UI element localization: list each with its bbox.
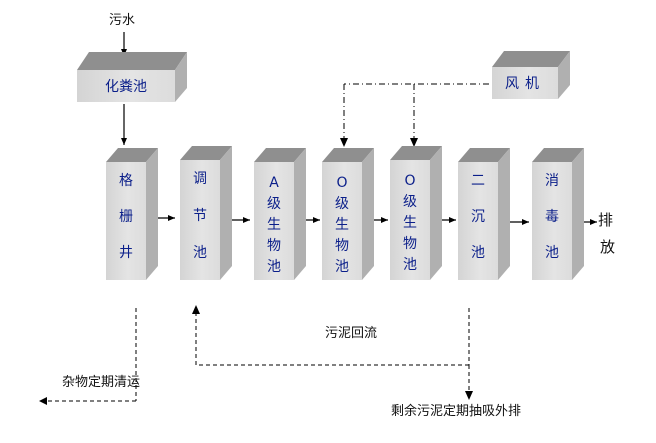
air-supply-lines: [343, 83, 489, 142]
blower-label: 风机: [505, 76, 545, 92]
debris-removal-line: [46, 308, 137, 402]
air-arrowhead-oxic2: [410, 138, 418, 147]
sludge-return-arrowhead: [192, 305, 200, 314]
sludge-return-label: 污泥回流: [325, 326, 378, 341]
septic-tank-label: 化粪池: [105, 79, 147, 95]
excess-sludge-arrowhead: [465, 391, 473, 400]
grille-well-label: 格栅井: [119, 173, 133, 261]
disinfection-tank-label: 消毒池: [545, 173, 559, 261]
outlet-label: 排放: [598, 211, 616, 256]
excess-sludge-label: 剩余污泥定期抽吸外排: [391, 404, 522, 419]
air-arrowhead-oxic1: [340, 138, 348, 147]
debris-removal-label: 杂物定期清运: [62, 375, 141, 390]
debris-arrowhead: [39, 397, 47, 405]
equalization-tank-label: 调节池: [193, 171, 207, 261]
sludge-return-line: [195, 308, 470, 392]
secondary-clarifier-label: 二沉池: [471, 173, 485, 261]
inlet-label: 污水: [109, 13, 136, 28]
